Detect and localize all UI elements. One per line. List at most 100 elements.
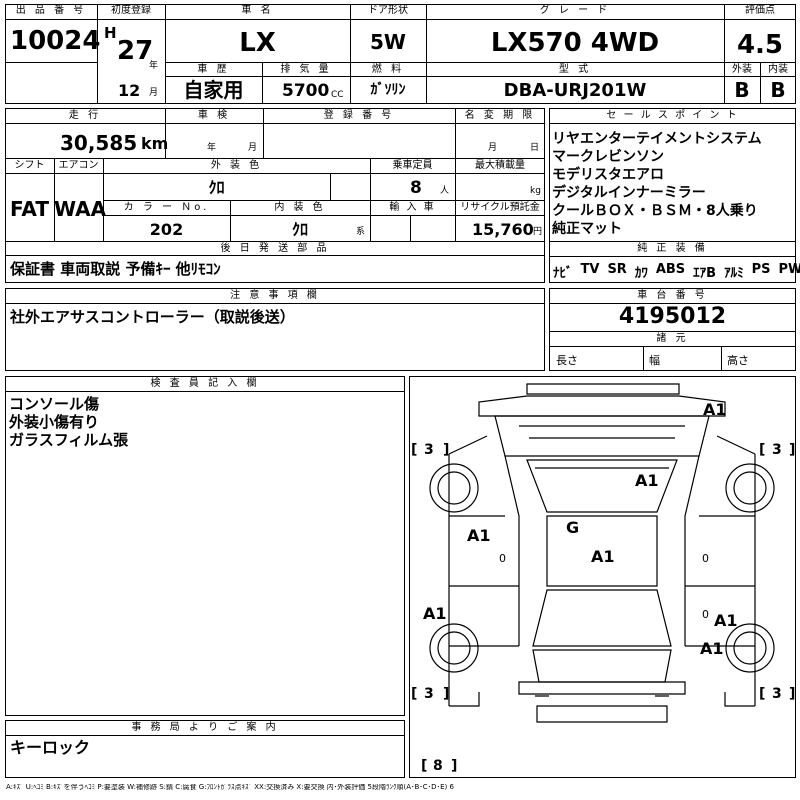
int-color-value: ｸﾛ — [291, 220, 308, 239]
sales-point-item: モデリスタエアロ — [552, 167, 664, 183]
sales-point-item: クールＢＯＸ・ＢＳＭ・8人乗り — [552, 203, 758, 219]
chassis-block — [549, 288, 796, 371]
mark-a1-left-door: A1 — [467, 526, 491, 545]
equipment-item: TV — [580, 262, 600, 277]
svg-text:]: ] — [789, 442, 795, 458]
color-no-label: カ ラ ー Ｎo. — [123, 202, 210, 213]
wheel-front-right — [725, 463, 775, 513]
tire-front-right: 3 — [772, 442, 782, 458]
displacement-unit: CC — [331, 90, 344, 100]
documents-value-box — [5, 256, 545, 283]
width-label: 幅 — [649, 354, 660, 367]
sales-point-item: マークレビンソン — [552, 149, 664, 165]
name-change-day-unit: 日 — [530, 143, 540, 153]
shift-label: シフト — [14, 160, 45, 171]
import-label: 輸 入 車 — [389, 202, 436, 213]
header-block — [5, 4, 796, 104]
left-side — [448, 435, 520, 706]
tire-spare: 8 — [433, 758, 443, 774]
ext-color-value: ｸﾛ — [208, 178, 225, 197]
svg-text:[: [ — [421, 758, 427, 774]
score-value: 4.5 — [736, 30, 784, 60]
car-diagram: A1 A1 G A1 A1 A1 A1 A1 0 0 0 [ 3 ] [ 3 ]… — [411, 383, 795, 774]
mark-a1-right-lower: A1 — [700, 639, 724, 658]
svg-text:]: ] — [443, 442, 449, 458]
interior-label: 内装 — [768, 64, 788, 75]
office-value: キーロック — [10, 738, 91, 757]
model-label: 型 式 — [558, 64, 592, 75]
door-label: ドア形状 — [368, 5, 408, 16]
notes-label: 注 意 事 項 欄 — [230, 290, 320, 301]
windshield — [526, 459, 678, 513]
exterior-label: 外装 — [732, 64, 752, 75]
score-label: 評価点 — [745, 5, 775, 16]
fuel-label: 燃 料 — [371, 64, 405, 75]
name-change-label: 名 変 期 限 — [464, 110, 536, 121]
equipment-item: ｶﾜ — [634, 266, 648, 281]
inspection-month-unit: 月 — [248, 143, 258, 153]
mileage-label: 走 行 — [68, 110, 102, 121]
grade-value: LX570 4WD — [490, 28, 660, 58]
sales-points-list: リヤエンターテイメントシステム マークレビンソン モデリスタエアロ デジタルイン… — [552, 130, 762, 238]
inspection-label: 車 検 — [197, 110, 231, 121]
equipment-item: PS — [751, 262, 771, 277]
exterior-grade: B — [734, 78, 750, 102]
svg-text:[: [ — [411, 686, 417, 702]
sales-points-label: セ ー ル ス ポ イ ン ト — [606, 110, 739, 121]
reg-month: 12 — [118, 81, 141, 100]
capacity-value: 8 — [410, 178, 422, 198]
rear-gate — [532, 649, 672, 683]
inspector-item: ガラスフィルム張 — [9, 431, 129, 449]
lot-number: 10024 — [10, 26, 101, 56]
int-color-unit: 系 — [356, 227, 366, 237]
model-value: DBA-URJ201W — [503, 80, 647, 101]
office-label: 事 務 局 よ り ご 案 内 — [131, 722, 279, 733]
roof — [546, 515, 658, 587]
int-color-label: 内 装 色 — [274, 202, 326, 213]
notes-value: 社外エアサスコントローラー（取説後送） — [10, 308, 295, 326]
svg-text:]: ] — [443, 686, 449, 702]
equipment-item: PW — [778, 262, 800, 277]
svg-text:[: [ — [759, 686, 765, 702]
mark-g-windshield: G — [566, 518, 579, 537]
grade-label: グ レ ー ド — [539, 5, 611, 16]
history-value: 自家用 — [183, 78, 244, 102]
mileage-value: 30,585 — [60, 131, 138, 155]
specs-label: 諸 元 — [656, 333, 689, 344]
mark-zero-rear: 0 — [702, 608, 709, 621]
chassis-number: 4195012 — [618, 304, 727, 329]
rear-window — [532, 589, 672, 647]
recycle-value: 15,760 — [472, 220, 534, 239]
chassis-label: 車 台 番 号 — [637, 290, 708, 301]
tire-rear-right: 3 — [772, 686, 782, 702]
equipment-item: ｱﾙﾐ — [724, 266, 744, 281]
front-bumper — [526, 383, 680, 395]
displacement-value: 5700 — [282, 81, 330, 101]
month-unit: 月 — [149, 88, 159, 98]
history-label: 車 歴 — [197, 64, 230, 75]
sales-points-block — [549, 108, 796, 283]
notes-block — [5, 288, 545, 371]
max-load-label: 最大積載量 — [475, 160, 525, 171]
tire-front-left: 3 — [424, 442, 434, 458]
wheel-rear-left — [429, 623, 479, 673]
height-label: 高さ — [727, 354, 749, 367]
equipment-item: ﾅﾋﾞ — [553, 266, 573, 281]
era-letter: H — [104, 24, 117, 42]
mileage-unit: km — [141, 134, 169, 153]
ext-color-label: 外 装 色 — [210, 160, 263, 171]
fuel-value: ｶﾞｿﾘﾝ — [370, 82, 406, 98]
svg-text:]: ] — [789, 686, 795, 702]
reg-year: 27 — [117, 36, 154, 66]
color-no-value: 202 — [149, 220, 184, 239]
hood — [494, 415, 710, 457]
mark-a1-roof: A1 — [635, 471, 659, 490]
svg-text:]: ] — [451, 758, 457, 774]
documents-value: 保証書 車両取説 予備ｷｰ 他ﾘﾓｺﾝ — [10, 260, 221, 278]
equipment-item: ｴｱB — [693, 266, 717, 281]
right-side — [684, 435, 756, 706]
name-change-month-unit: 月 — [488, 143, 498, 153]
inspection-year-unit: 年 — [207, 143, 217, 153]
documents-label: 後 日 発 送 部 品 — [220, 243, 330, 254]
sales-point-item: デジタルインナーミラー — [552, 185, 706, 201]
